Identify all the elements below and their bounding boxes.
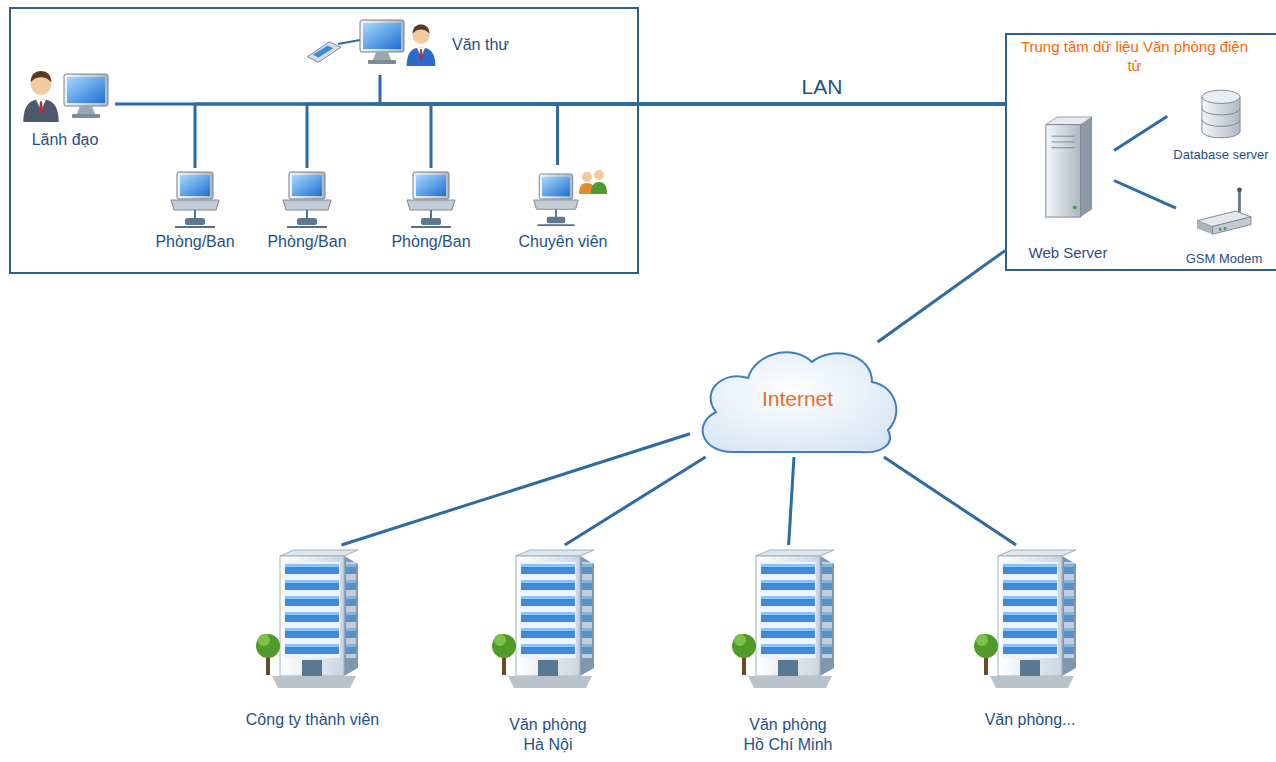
node-label: Lãnh đạo [30,130,101,150]
network-link [884,457,1016,545]
monitor-icon [64,74,108,118]
node-label: Internet [760,386,835,412]
department-pc: Phòng/Ban [147,168,243,252]
building-icon [492,550,594,688]
pc-icon [534,174,579,225]
database-icon [1202,90,1240,138]
network-link [341,434,690,545]
web-server: Web Server [1022,113,1114,263]
building-icon [974,550,1076,688]
link-label: LAN [798,74,847,99]
scanner-icon [307,42,341,63]
building-icon [732,550,834,688]
office-building: Văn phòng... [968,545,1092,730]
node-label: Web Server [1027,244,1110,263]
office-building: Văn phòng Hà Nội [486,545,610,755]
network-link [380,75,1005,104]
leader-workstation: Lãnh đạo [15,62,115,150]
pc-icon [407,172,455,227]
internet-cloud: Internet [690,342,905,457]
database-server: Database server [1167,85,1274,163]
people-icon [579,170,607,194]
building-icon [256,550,358,688]
node-label: Phòng/Ban [153,232,236,252]
node-label: Văn phòng... [983,710,1078,730]
network-link [195,104,1005,168]
network-link [565,457,706,545]
node-label: Phòng/Ban [265,232,348,252]
leader-figure [23,71,58,122]
network-link [431,104,1005,168]
node-label: GSM Modem [1184,251,1265,267]
node-label: Trung tâm dữ liệu Văn phòng điện tử [1011,38,1258,76]
node-label: Văn thư [450,35,511,55]
network-link [558,104,1005,165]
monitor-icon [360,20,404,64]
network-link [878,251,1005,342]
node-label: Công ty thành viên [244,710,381,730]
pc-icon [171,172,219,227]
lan-office-frame [10,8,638,273]
gsm-modem: GSM Modem [1176,183,1272,267]
modem-icon [1197,187,1251,234]
node-label: Chuyên viên [517,232,610,252]
cloud-shape [703,352,897,452]
node-label: Văn phòng Hồ Chí Minh [738,715,838,755]
network-link [789,457,794,545]
department-pc: Phòng/Ban [259,168,355,252]
specialist-pc: Chuyên viên [513,165,614,252]
network-link [1114,181,1176,209]
node-label: Phòng/Ban [389,232,472,252]
server-icon [1046,117,1092,217]
network-link [307,104,1005,168]
node-label: Database server [1171,147,1270,163]
pc-icon [283,172,331,227]
node-label: Văn phòng Hà Nội [498,715,598,755]
clerk-figure [407,25,436,66]
network-link [1114,116,1167,150]
clerk-workstation: Văn thư [300,15,515,75]
scanner-cable [338,40,360,44]
office-building: Công ty thành viên [225,545,400,730]
data-center-box: Trung tâm dữ liệu Văn phòng điện tử Web S… [1005,33,1276,271]
office-building: Văn phòng Hồ Chí Minh [726,545,850,755]
department-pc: Phòng/Ban [383,168,479,252]
